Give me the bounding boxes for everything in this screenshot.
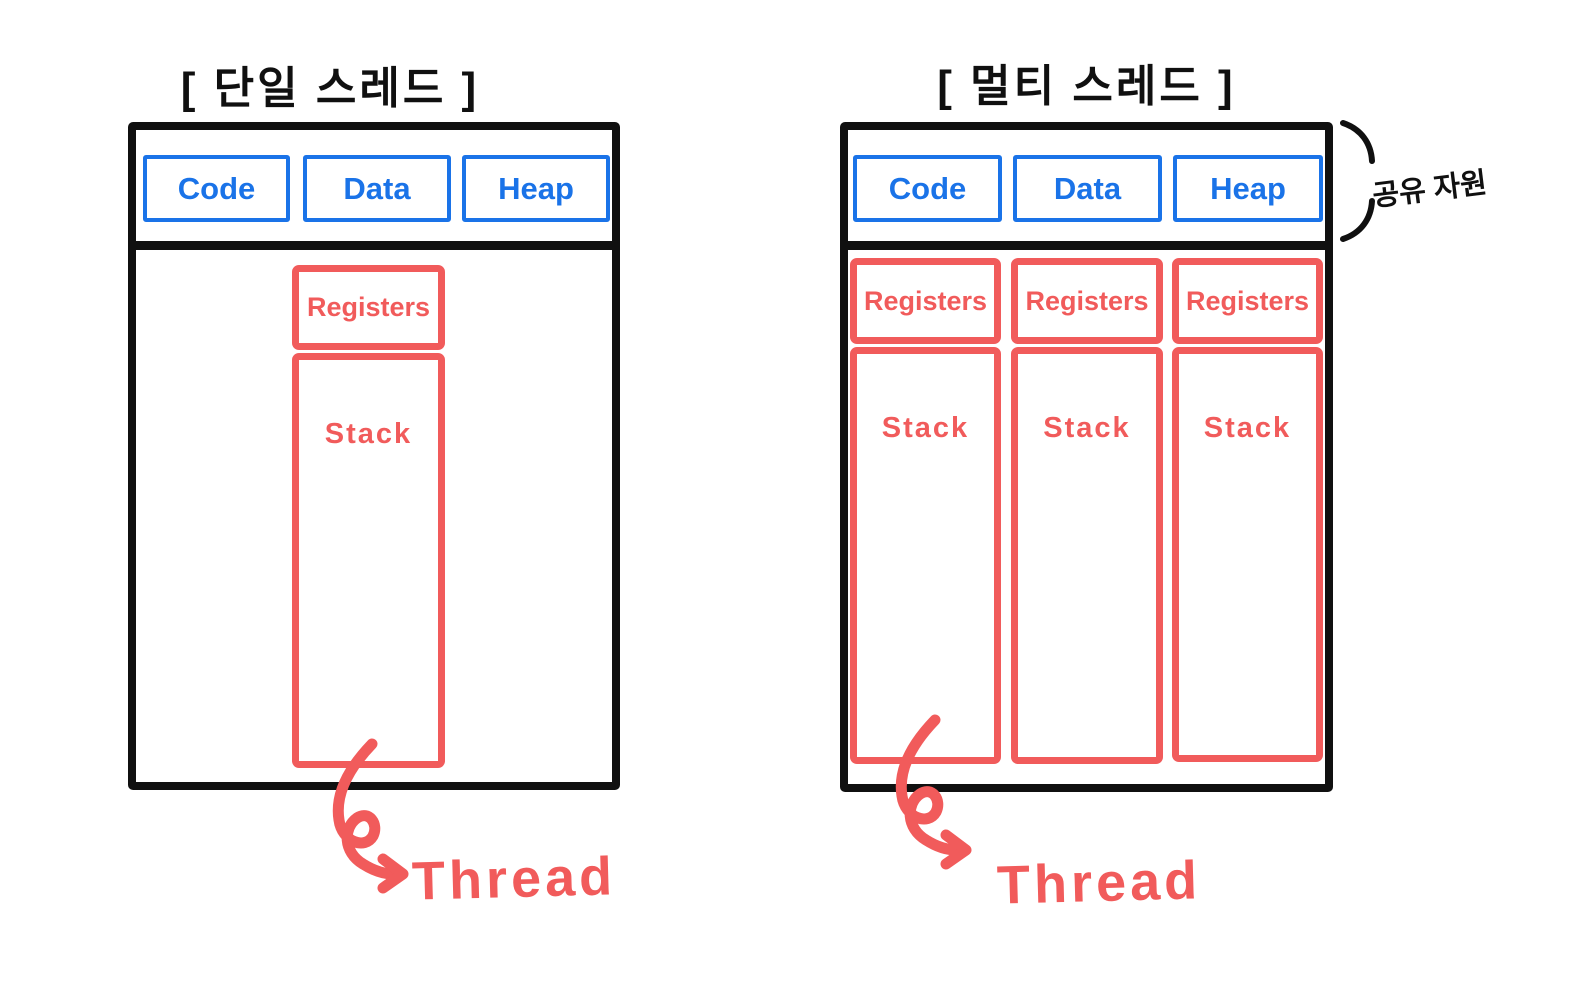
multi-data-box: Data <box>1013 155 1162 222</box>
thread2-registers-box: Registers <box>1011 258 1163 344</box>
thread3-registers-box: Registers <box>1172 258 1323 344</box>
multi-header-divider <box>845 241 1328 250</box>
multi-thread-label: Thread <box>996 850 1202 916</box>
single-thread-arrow-icon <box>332 738 409 894</box>
thread1-stack-box: Stack <box>850 347 1001 764</box>
single-thread-title: [ 단일 스레드 ] <box>180 64 480 113</box>
single-data-box: Data <box>303 155 451 222</box>
shared-resources-note: 공유 자원 <box>1370 167 1489 213</box>
single-heap-box: Heap <box>462 155 610 222</box>
multi-code-box: Code <box>853 155 1002 222</box>
thread2-stack-box: Stack <box>1011 347 1163 764</box>
multi-thread-arrow-icon <box>895 714 972 870</box>
thread3-stack-box: Stack <box>1172 347 1323 762</box>
single-header-divider <box>133 241 616 250</box>
thread1-registers-box: Registers <box>850 258 1001 344</box>
single-thread-label: Thread <box>411 846 617 912</box>
multi-thread-title: [ 멀티 스레드 ] <box>937 62 1236 111</box>
single-code-box: Code <box>143 155 290 222</box>
shared-resources-brace-icon <box>1340 120 1375 242</box>
multi-heap-box: Heap <box>1173 155 1323 222</box>
single-stack-box: Stack <box>292 353 445 768</box>
single-registers-box: Registers <box>292 265 445 350</box>
